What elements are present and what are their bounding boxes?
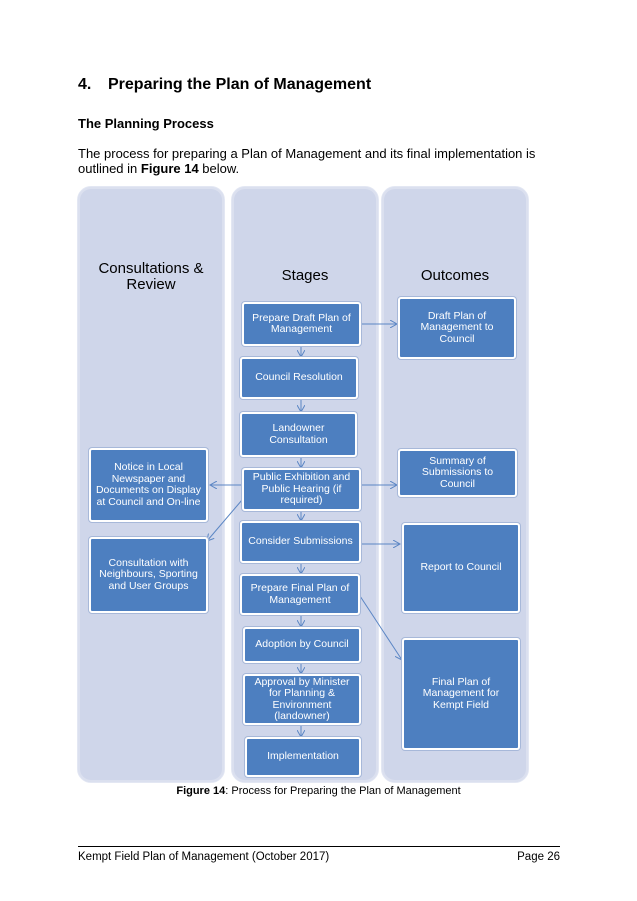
intro-paragraph: The process for preparing a Plan of Mana…	[78, 146, 558, 176]
stage-implementation: Implementation	[245, 737, 361, 777]
arrow-stage4-to-consult2	[207, 499, 243, 541]
footer-divider	[78, 846, 560, 847]
stage-consider-submissions: Consider Submissions	[240, 521, 361, 563]
stage-prepare-final: Prepare Final Plan of Management	[240, 574, 360, 615]
stage-council-resolution: Council Resolution	[240, 357, 358, 399]
column-title-outcomes: Outcomes	[420, 267, 490, 284]
stage-prepare-draft: Prepare Draft Plan of Management	[242, 302, 361, 346]
section-title: Preparing the Plan of Management	[108, 76, 372, 93]
section-number: 4.	[78, 76, 92, 93]
figure-caption: Figure 14: Process for Preparing the Pla…	[0, 785, 637, 797]
outcome-report-to-council: Report to Council	[402, 523, 520, 613]
stage-public-exhibition: Public Exhibition and Public Hearing (if…	[242, 468, 361, 511]
outcome-final-plan: Final Plan of Management for Kempt Field	[402, 638, 520, 750]
stage-adoption-by-council: Adoption by Council	[243, 627, 361, 663]
caption-label: Figure 14	[176, 785, 226, 797]
consultation-neighbours: Consultation with Neighbours, Sporting a…	[89, 537, 208, 613]
figure-reference: Figure 14	[140, 161, 199, 176]
section-heading: 4. Preparing the Plan of Management	[78, 76, 371, 94]
intro-text-end: below.	[198, 161, 240, 176]
stage-ministerial-approval: Approval by Minister for Planning & Envi…	[243, 674, 361, 725]
intro-text: The process for preparing a Plan of Mana…	[78, 146, 536, 176]
outcome-draft-to-council: Draft Plan of Management to Council	[398, 297, 516, 359]
consultation-public-notice: Notice in Local Newspaper and Documents …	[89, 448, 208, 522]
column-title-stages: Stages	[281, 267, 329, 284]
footer-page-number: Page 26	[517, 851, 560, 863]
sub-heading: The Planning Process	[78, 116, 214, 131]
caption-text: : Process for Preparing the Plan of Mana…	[225, 785, 461, 797]
arrow-stage6-to-outcome4	[359, 595, 402, 660]
stage-landowner-consultation: Landowner Consultation	[240, 412, 357, 457]
column-title-consultations: Consultations & Review	[98, 260, 204, 293]
footer-document-title: Kempt Field Plan of Management (October …	[78, 851, 330, 863]
outcome-summary-submissions: Summary of Submissions to Council	[398, 449, 517, 497]
